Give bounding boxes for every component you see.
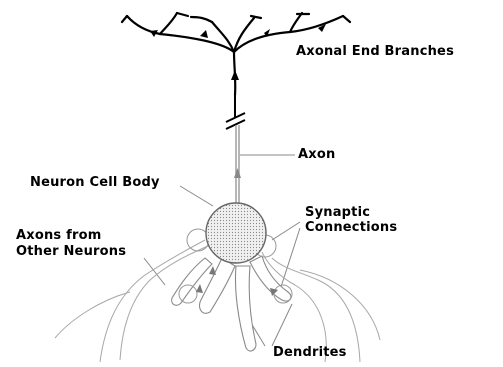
axon-break-mark — [226, 95, 245, 129]
axon-shaft — [236, 125, 239, 210]
axon-arrow — [234, 168, 241, 178]
cell-body — [206, 203, 266, 263]
dendrites — [172, 256, 291, 351]
label-other-neurons: Other Neurons — [16, 244, 126, 260]
label-axonal-end-branches: Axonal End Branches — [296, 44, 454, 60]
label-connections: Connections — [305, 220, 397, 236]
label-dendrites: Dendrites — [273, 345, 347, 361]
label-neuron-cell-body: Neuron Cell Body — [30, 175, 160, 191]
label-axon: Axon — [298, 147, 335, 163]
label-axons-from: Axons from — [16, 228, 101, 244]
label-synaptic: Synaptic — [305, 205, 370, 221]
